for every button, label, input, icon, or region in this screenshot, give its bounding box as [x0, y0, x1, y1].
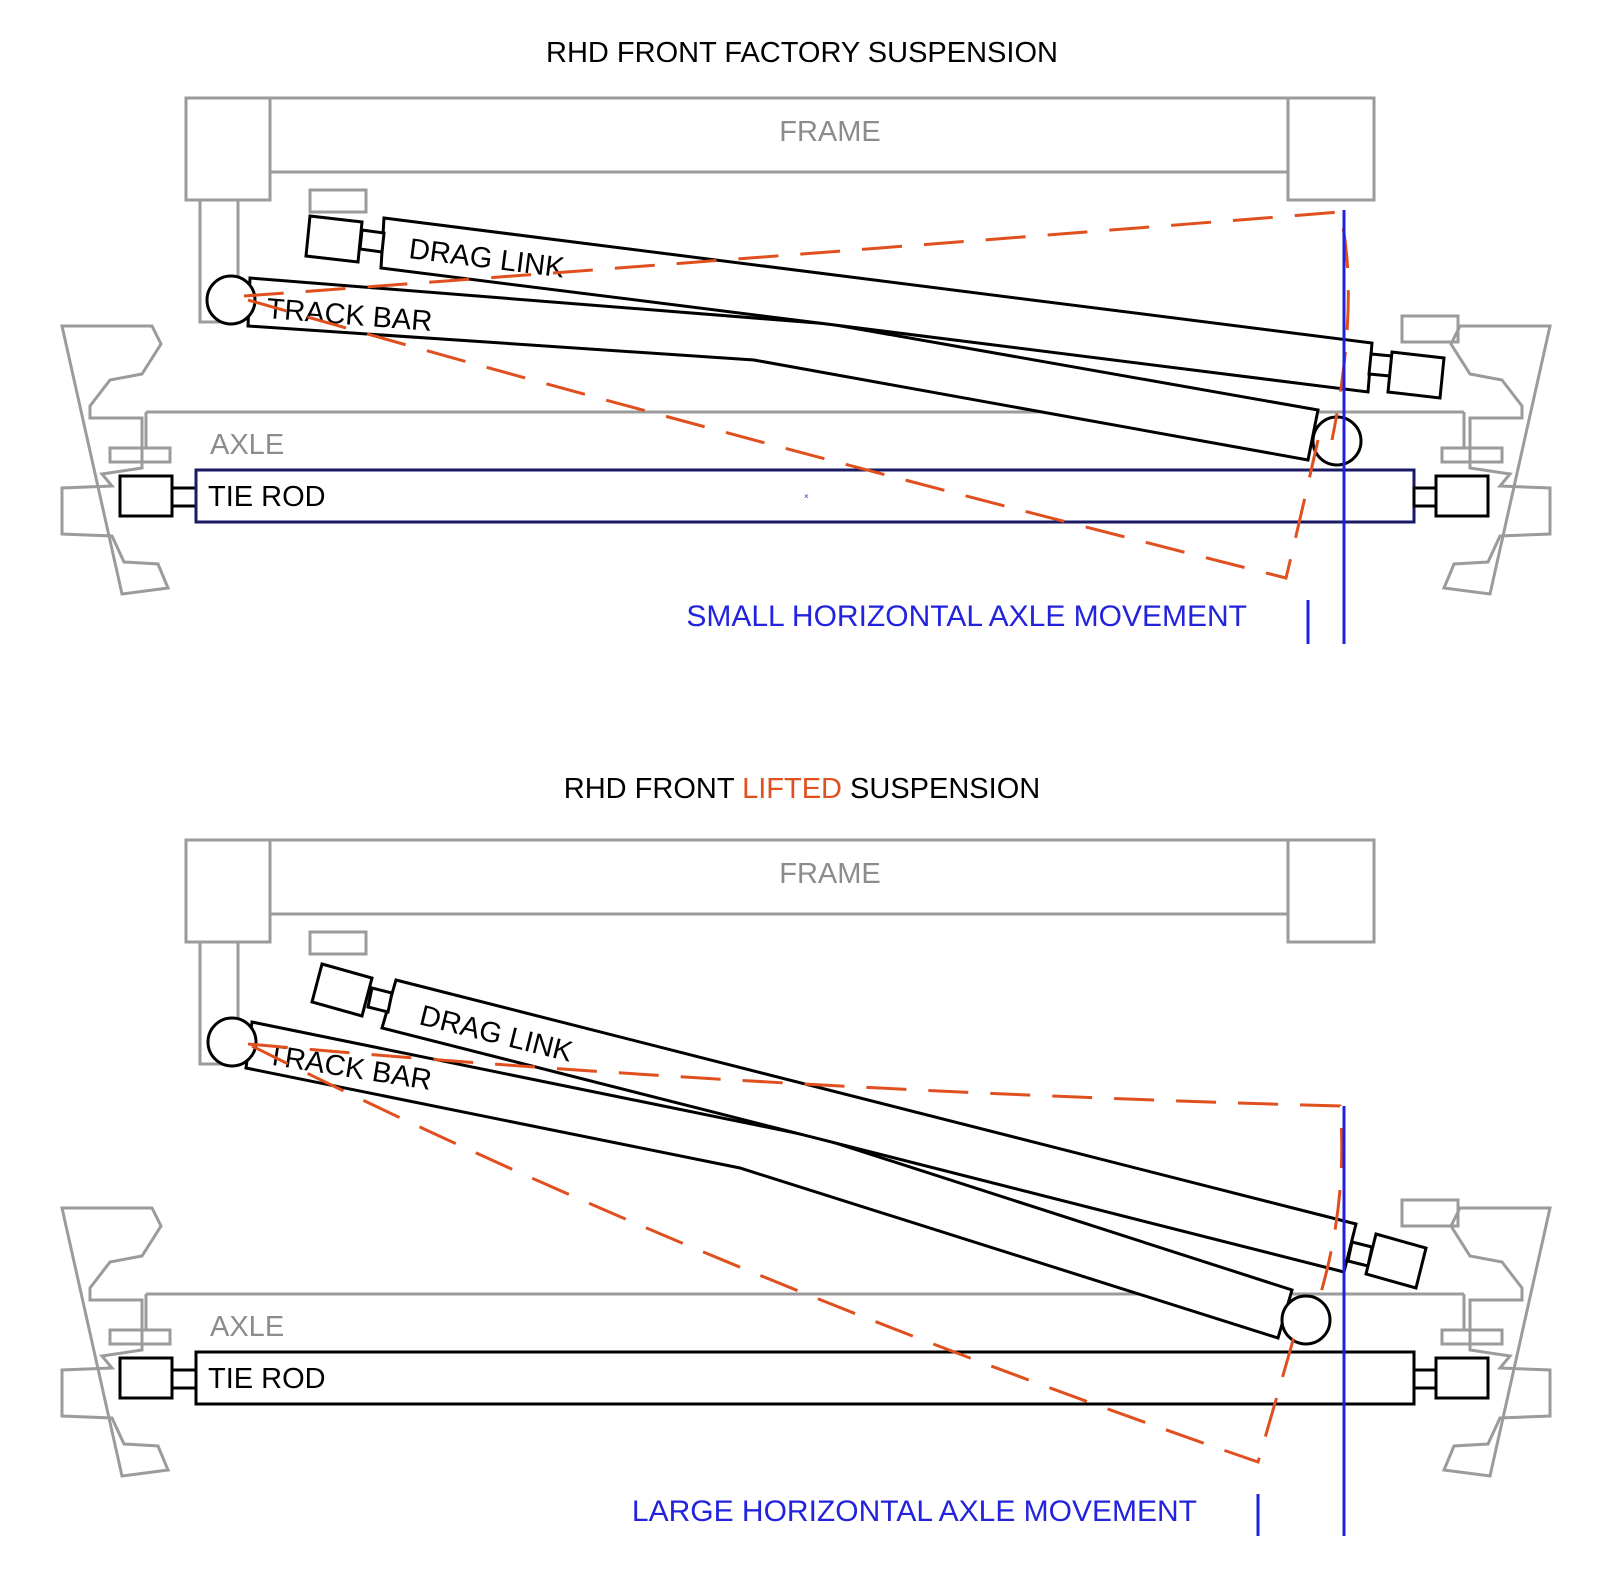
factory-movement-label: SMALL HORIZONTAL AXLE MOVEMENT — [686, 600, 1247, 633]
lifted-frame-label: FRAME — [779, 858, 881, 890]
factory-right-knuckle — [1441, 324, 1552, 596]
factory-panel-title: RHD FRONT FACTORY SUSPENSION — [546, 37, 1058, 69]
lifted-tie-rod — [118, 1350, 1490, 1406]
lifted-track-bar-arc — [251, 1044, 1298, 1464]
lifted-panel: RHD FRONT LIFTED SUSPENSION FRAME AXLE — [60, 773, 1552, 1536]
factory-frame-label: FRAME — [779, 116, 881, 148]
lifted-tie-rod-label: TIE ROD — [208, 1363, 326, 1395]
factory-tie-rod-label: TIE ROD — [208, 481, 326, 513]
factory-center-mark: × — [804, 492, 809, 501]
factory-drag-link — [304, 214, 1446, 400]
lifted-drag-link-arc — [247, 1042, 1344, 1297]
lifted-axle-label: AXLE — [210, 1311, 284, 1343]
lifted-movement-label: LARGE HORIZONTAL AXLE MOVEMENT — [632, 1495, 1197, 1528]
lifted-left-knuckle — [60, 1206, 171, 1478]
lifted-panel-title: RHD FRONT LIFTED SUSPENSION — [564, 773, 1040, 805]
factory-axle-label: AXLE — [210, 429, 284, 461]
factory-drag-link-arc — [243, 210, 1350, 441]
lifted-frame — [184, 838, 1460, 1228]
factory-left-knuckle — [60, 324, 171, 596]
lifted-right-knuckle — [1441, 1206, 1552, 1478]
factory-track-bar-arc — [247, 298, 1320, 580]
factory-panel: RHD FRONT FACTORY SUSPENSION FRAME AXLE — [60, 37, 1552, 644]
factory-tie-rod — [118, 468, 1490, 524]
